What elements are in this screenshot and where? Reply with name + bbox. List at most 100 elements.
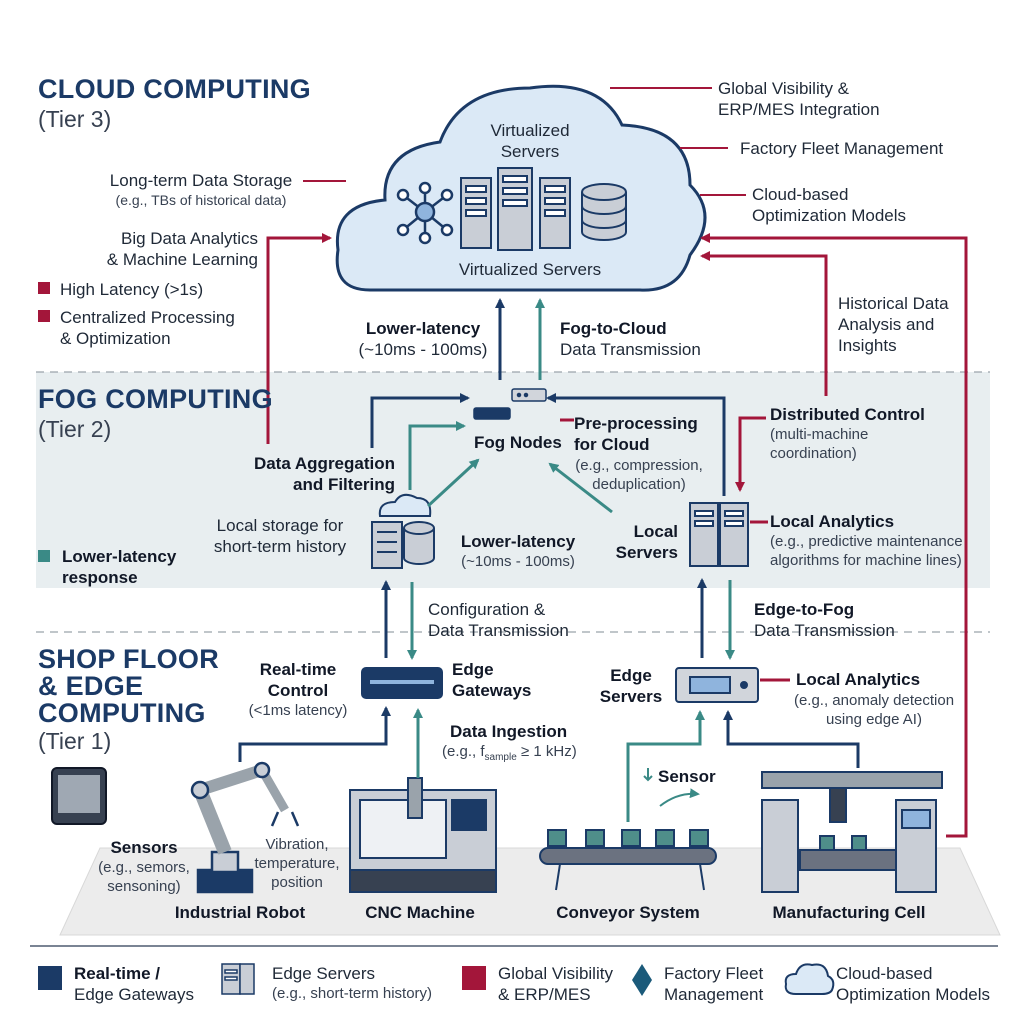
legend-realtime-line1: Real-time / — [74, 964, 160, 983]
cloud-models-line2: Optimization Models — [752, 206, 907, 225]
cloud-tier-title: CLOUD COMPUTING — [38, 74, 311, 104]
realtime-control-label: Real-time Control (<1ms latency) — [238, 659, 358, 720]
legend-visibility-line2: & ERP/MES — [498, 985, 591, 1004]
fog-lower-latency-line1: Lower-latency — [460, 532, 576, 551]
sensors-line2: (e.g., semors, — [98, 859, 190, 876]
arrow-localstorage-to-fog-left — [408, 421, 466, 490]
manufacturing-cell-label: Manufacturing Cell — [772, 903, 926, 922]
arrow-storage-diag-to-fog — [426, 458, 480, 508]
fog-local-analytics-line1: Local Analytics — [770, 512, 895, 531]
legend-fleet-line2: Management — [664, 985, 764, 1004]
conveyor-system-icon — [539, 829, 717, 891]
fog-cloud-latency-label: Lower-latency (~10ms - 100ms) — [356, 318, 490, 360]
local-storage-label: Local storage for short-term history — [198, 515, 362, 557]
vibration-line3: position — [271, 874, 323, 891]
preprocessing-example-line1: (e.g., compression, — [575, 457, 703, 474]
sensors-line1: Sensors — [110, 838, 178, 857]
edge-to-fog-label: Edge-to-Fog Data Transmission — [754, 599, 895, 641]
local-servers-label: Local Servers — [600, 521, 678, 563]
sensors-line3: sensoning) — [107, 878, 181, 895]
aggregation-line1: Data Aggregation — [253, 454, 395, 473]
cloud-models-label: Cloud-based Optimization Models — [752, 184, 906, 226]
cloud-server-rack-2 — [497, 167, 533, 251]
ingestion-line1: Data Ingestion — [450, 722, 568, 741]
fog-tier-subtitle: (Tier 2) — [38, 416, 112, 442]
fog-lower-latency-line2: (~10ms - 100ms) — [461, 553, 575, 570]
bullet-high-latency-icon — [38, 282, 50, 294]
legend-item-realtime: Real-time / Edge Gateways — [74, 963, 194, 1005]
data-aggregation-label: Data Aggregation and Filtering — [200, 453, 395, 495]
cloud-servers-label: Virtualized Servers — [470, 120, 590, 162]
centralized-line2: & Optimization — [60, 329, 171, 348]
local-storage-line2: short-term history — [213, 537, 347, 556]
edge-local-analytics-label: Local Analytics — [796, 669, 920, 690]
big-data-line2: & Machine Learning — [106, 250, 258, 269]
realtime-line3: (<1ms latency) — [248, 702, 348, 719]
gateways-line1: Edge — [452, 660, 494, 679]
legend-visibility-line1: Global Visibility — [498, 964, 613, 983]
legend-fleet-line1: Factory Fleet — [664, 964, 764, 983]
preprocessing-example-line2: deduplication) — [592, 476, 686, 493]
arrow-aggregation-to-fog — [370, 393, 470, 448]
long-term-storage-label: Long-term Data Storage (e.g., TBs of his… — [96, 170, 306, 210]
gateways-line2: Gateways — [452, 681, 532, 700]
legend-item-fleet: Factory Fleet Management — [664, 963, 763, 1005]
arrow-cell-to-edgeserver — [723, 710, 860, 768]
ingestion-prefix: (e.g., f — [442, 743, 485, 760]
legend-item-cloud-models: Cloud-based Optimization Models — [836, 963, 990, 1005]
edge-analytics-example: (e.g., anomaly detection using edge AI) — [784, 691, 964, 729]
local-servers-icon — [689, 502, 749, 567]
aggregation-line2: and Filtering — [293, 475, 395, 494]
arrow-aggregation-to-cloud — [266, 233, 332, 444]
edge-to-fog-line2: Data Transmission — [754, 621, 895, 640]
configuration-line2: Data Transmission — [428, 621, 569, 640]
network-icon — [396, 181, 454, 245]
distributed-line2: (multi-machine — [770, 426, 869, 443]
cloud-models-line1: Cloud-based — [752, 185, 849, 204]
configuration-line1: Configuration & — [428, 600, 546, 619]
edge-tier-title-line2: & EDGE — [38, 671, 144, 701]
response-line2: response — [62, 568, 138, 587]
edge-analytics-line3: using edge AI) — [826, 711, 922, 728]
response-line1: Lower-latency — [62, 547, 177, 566]
cloud-servers-label-line1: Virtualized — [490, 121, 570, 140]
arrow-distributed-to-fog — [546, 393, 726, 496]
ingestion-suffix: ≥ 1 kHz) — [516, 743, 577, 760]
preprocessing-label: Pre-processing for Cloud — [574, 413, 698, 455]
legend-navy-square-icon — [38, 966, 62, 990]
fog-nodes-label: Fog Nodes — [474, 433, 562, 452]
high-latency-label: High Latency (>1s) — [60, 280, 204, 299]
sensor-label: Sensor — [658, 767, 716, 786]
edge-tier-title-line3: COMPUTING — [38, 698, 206, 728]
fog-lower-latency-label: Lower-latency (~10ms - 100ms) — [448, 531, 588, 571]
historical-line2: Analysis and — [838, 315, 935, 334]
bullet-lower-latency-response-icon — [38, 550, 50, 562]
edge-servers-line1: Edge — [610, 666, 652, 685]
arrow-robot-to-gateway — [238, 706, 391, 762]
arrow-localservers-diag-to-fog — [548, 462, 613, 514]
fog-local-analytics-label: Local Analytics (e.g., predictive mainte… — [770, 511, 963, 570]
legend-crimson-square-icon — [462, 966, 486, 990]
legend-cloud-models-line1: Cloud-based — [836, 964, 933, 983]
distributed-line1: Distributed Control — [770, 405, 925, 424]
legend-edge-servers-line2: (e.g., short-term history) — [272, 985, 433, 1002]
legend-diamond-icon — [632, 964, 652, 996]
conveyor-system-label: Conveyor System — [556, 903, 700, 922]
edge-servers-label: Edge Servers — [596, 665, 666, 707]
storage-label-line2: (e.g., TBs of historical data) — [115, 192, 287, 208]
arrow-historical-to-cloud — [700, 251, 828, 396]
big-data-line1: Big Data Analytics — [120, 229, 258, 248]
vibration-line2: temperature, — [254, 855, 340, 872]
edge-servers-line2: Servers — [599, 687, 663, 706]
fog-tier-title: FOG COMPUTING — [38, 384, 273, 414]
distributed-control-label: Distributed Control (multi-machine coord… — [770, 404, 925, 463]
historical-data-label: Historical Data Analysis and Insights — [838, 293, 949, 356]
cloud-tier-subtitle: (Tier 3) — [38, 106, 112, 132]
fog-cloud-latency-line2: (~10ms - 100ms) — [358, 340, 488, 359]
edge-to-fog-line1: Edge-to-Fog — [754, 600, 855, 619]
vibration-label: Vibration, temperature, position — [252, 835, 342, 892]
visibility-line2: ERP/MES Integration — [718, 100, 880, 119]
fog-node-icon — [473, 388, 547, 420]
legend-realtime-line2: Edge Gateways — [74, 985, 195, 1004]
